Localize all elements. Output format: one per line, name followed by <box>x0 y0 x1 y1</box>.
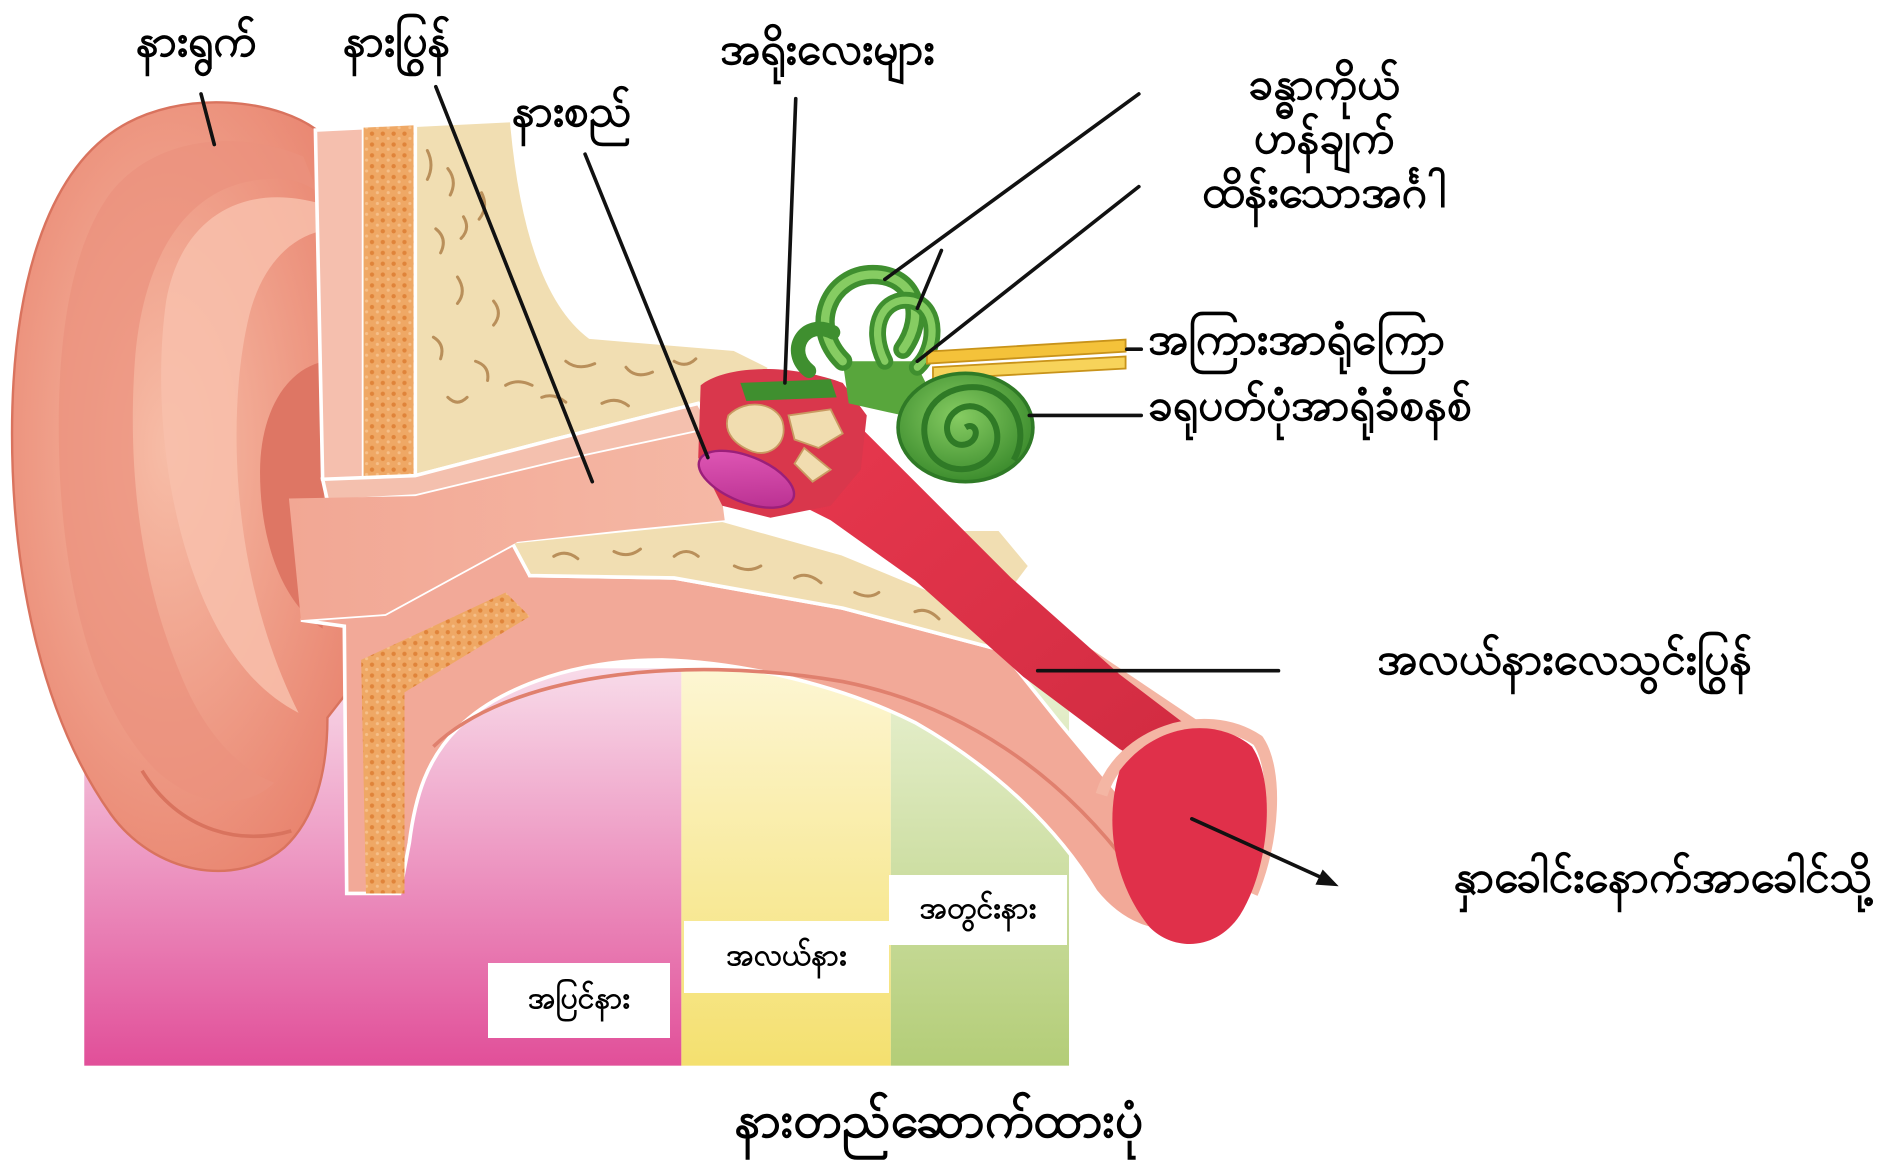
leader-line-balance-organ-3 <box>917 250 941 308</box>
label-cochlea: ခရုပတ်ပုံအာရုံခံစနစ် <box>1148 378 1472 434</box>
middle-ear-region-panel <box>681 668 890 1065</box>
leader-line-balance-organ-2 <box>917 187 1139 362</box>
label-balance-organ-line-1: ခန္ဓာကိုယ် <box>1124 58 1524 112</box>
arrow-to-nasopharynx-head <box>1315 870 1338 887</box>
label-to-nasopharynx: နှာခေါင်းနောက်အာခေါင်သို့ <box>1453 850 1872 906</box>
region-label-outer-ear: အပြင်နား <box>488 963 670 1038</box>
label-eustachian-tube: အလယ်နားလေသွင်းပြွန် <box>1377 632 1752 688</box>
upper-fat-layer <box>364 125 416 484</box>
region-label-middle-ear: အလယ်နား <box>684 921 889 993</box>
label-eardrum: နားစည် <box>512 84 631 140</box>
region-label-inner-ear: အတွင်းနား <box>889 875 1067 945</box>
leader-line-balance-organ-1 <box>885 94 1139 279</box>
diagram-title: နားတည်ဆောက်ထားပုံ <box>0 1088 1878 1152</box>
label-balance-organ-line-2: ဟန်ချက် <box>1124 112 1524 166</box>
label-ear-canal: နားပြွန် <box>343 14 450 70</box>
label-balance-organ: ခန္ဓာကိုယ် ဟန်ချက် ထိန်းသောအင်္ဂါ <box>1124 58 1524 220</box>
oval-window <box>740 379 836 401</box>
label-ossicles: အရိုးလေးများ <box>720 22 935 78</box>
label-auditory-nerve: အကြားအာရုံကြော <box>1148 312 1445 368</box>
upper-skin-layer <box>315 128 363 484</box>
label-balance-organ-line-3: ထိန်းသောအင်္ဂါ <box>1124 166 1524 220</box>
label-auricle: နားရွက် <box>136 14 256 70</box>
